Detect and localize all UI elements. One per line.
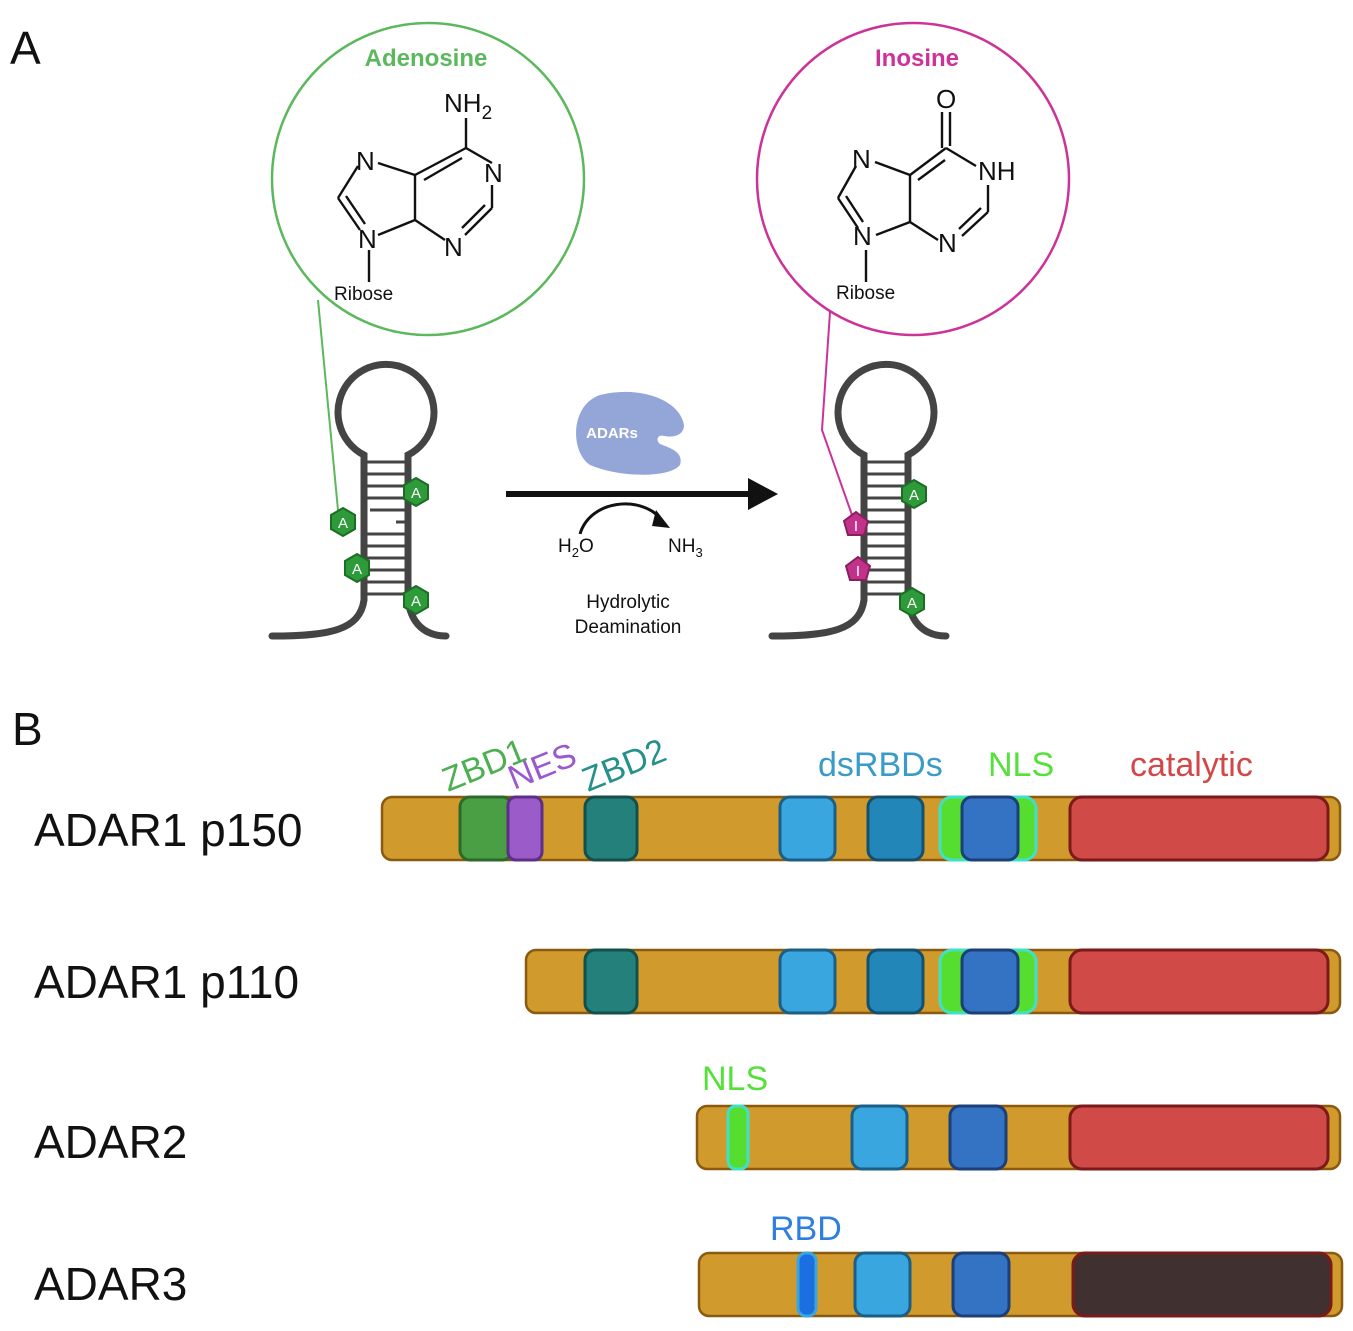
dsrbd-1-domain bbox=[778, 795, 837, 862]
curved-arrow-head bbox=[652, 510, 670, 528]
adenosine-base: A bbox=[901, 478, 927, 510]
adars-label: ADARs bbox=[586, 425, 638, 442]
inosine-n7: N bbox=[852, 144, 871, 174]
protein-name-adar1-p110: ADAR1 p110 bbox=[34, 956, 299, 1008]
protein-bar-adar1-p110 bbox=[524, 948, 1342, 1015]
reaction-name-line2: Deamination bbox=[575, 617, 682, 638]
zbd2-domain bbox=[583, 795, 639, 862]
adenosine-amine: NH2 bbox=[444, 88, 492, 124]
hairpin-backbone bbox=[268, 360, 450, 640]
svg-text:A: A bbox=[907, 595, 917, 612]
protein-bar-adar1-p150 bbox=[380, 795, 1342, 862]
hairpin-backbone bbox=[768, 360, 950, 640]
inosine-n3: N bbox=[938, 228, 957, 258]
adenosine-n7: N bbox=[356, 146, 375, 176]
rbd-domain bbox=[796, 1251, 818, 1318]
hairpin-base-pairs bbox=[364, 460, 408, 596]
nls-label: NLS bbox=[988, 746, 1054, 784]
adenosine-ribose: Ribose bbox=[334, 284, 393, 305]
reaction-name-line1: Hydrolytic bbox=[586, 592, 669, 613]
adenosine-structure: Adenosine NH2 N N N N Ribose bbox=[270, 21, 586, 337]
dsrbds-label: dsRBDs bbox=[818, 746, 943, 784]
svg-text:A: A bbox=[411, 593, 421, 610]
svg-text:I: I bbox=[856, 563, 860, 580]
adenosine-base: A bbox=[403, 584, 429, 616]
panel-a-label: A bbox=[10, 22, 41, 74]
dsrbd-1-domain bbox=[853, 1251, 912, 1318]
protein-bar-adar3 bbox=[697, 1251, 1344, 1318]
reaction-arrow-head bbox=[748, 478, 778, 510]
adenosine-base: A bbox=[344, 552, 370, 584]
svg-text:A: A bbox=[338, 515, 348, 532]
adenosine-base: A bbox=[330, 506, 356, 538]
inosine-structure: Inosine O NH N N N Ribose bbox=[755, 21, 1071, 337]
adenosine-title: Adenosine bbox=[365, 45, 488, 72]
dsrbd-3-domain bbox=[960, 795, 1020, 862]
panel-b-label: B bbox=[12, 703, 43, 755]
dsrbd-1-domain bbox=[850, 1104, 909, 1171]
dsrbd-2-domain bbox=[866, 948, 925, 1015]
catalytic-domain bbox=[1068, 948, 1330, 1015]
catalytic-domain bbox=[1068, 795, 1330, 862]
adenosine-n9: N bbox=[358, 224, 377, 254]
reaction: ADARs H2O NH3 Hydrolytic Deamination bbox=[506, 391, 778, 638]
protein-bar-adar2 bbox=[695, 1104, 1342, 1171]
inosine-title: Inosine bbox=[875, 45, 959, 72]
inosine-base: I bbox=[844, 555, 872, 581]
rbd-label: RBD bbox=[770, 1210, 842, 1248]
inosine-oxo: O bbox=[936, 84, 956, 114]
nes-domain bbox=[506, 795, 544, 862]
inosine-circle bbox=[755, 21, 1071, 337]
inosine-n9: N bbox=[853, 221, 872, 251]
svg-text:A: A bbox=[411, 485, 421, 502]
catalytic-domain bbox=[1068, 1104, 1330, 1171]
protein-name-adar1-p150: ADAR1 p150 bbox=[34, 804, 303, 856]
ammonia-label: NH3 bbox=[668, 536, 703, 560]
protein-name-adar3: ADAR3 bbox=[34, 1258, 187, 1310]
adenosine-base: A bbox=[899, 586, 925, 618]
adenosine-n1: N bbox=[484, 158, 503, 188]
inosine-bonds bbox=[836, 112, 990, 282]
inosine-connector bbox=[820, 311, 853, 516]
svg-text:I: I bbox=[854, 518, 858, 535]
dsrbd-2-domain bbox=[948, 1104, 1008, 1171]
water-label: H2O bbox=[558, 536, 594, 560]
dsrbd-1-domain bbox=[778, 948, 837, 1015]
hairpin-base-pairs bbox=[864, 460, 908, 596]
catalytic-domain-inactive bbox=[1071, 1251, 1333, 1318]
nls-domain bbox=[726, 1104, 750, 1171]
inosine-nh: NH bbox=[978, 156, 1016, 186]
rna-hairpin-after: I I A A bbox=[768, 360, 950, 640]
svg-text:A: A bbox=[352, 561, 362, 578]
adenosine-n3: N bbox=[444, 232, 463, 262]
dsrbd-3-domain bbox=[960, 948, 1020, 1015]
adars-enzyme-icon: ADARs bbox=[576, 391, 684, 475]
adenosine-connector bbox=[317, 299, 339, 511]
water-to-ammonia-arrow bbox=[578, 502, 662, 535]
adenosine-base: A bbox=[403, 476, 429, 508]
inosine-ribose: Ribose bbox=[836, 283, 895, 304]
svg-text:A: A bbox=[909, 487, 919, 504]
zbd2-domain bbox=[583, 948, 639, 1015]
protein-name-adar2: ADAR2 bbox=[34, 1116, 187, 1168]
zbd2-label: ZBD2 bbox=[577, 732, 672, 800]
dsrbd-2-domain bbox=[866, 795, 925, 862]
dsrbd-2-domain bbox=[951, 1251, 1011, 1318]
inosine-base: I bbox=[842, 510, 870, 536]
adar2-nls-label: NLS bbox=[702, 1060, 768, 1098]
zbd1-domain bbox=[458, 795, 514, 862]
rna-hairpin-before: A A A A bbox=[268, 360, 450, 640]
catalytic-label: catalytic bbox=[1130, 746, 1253, 784]
adenosine-bonds bbox=[336, 118, 494, 282]
